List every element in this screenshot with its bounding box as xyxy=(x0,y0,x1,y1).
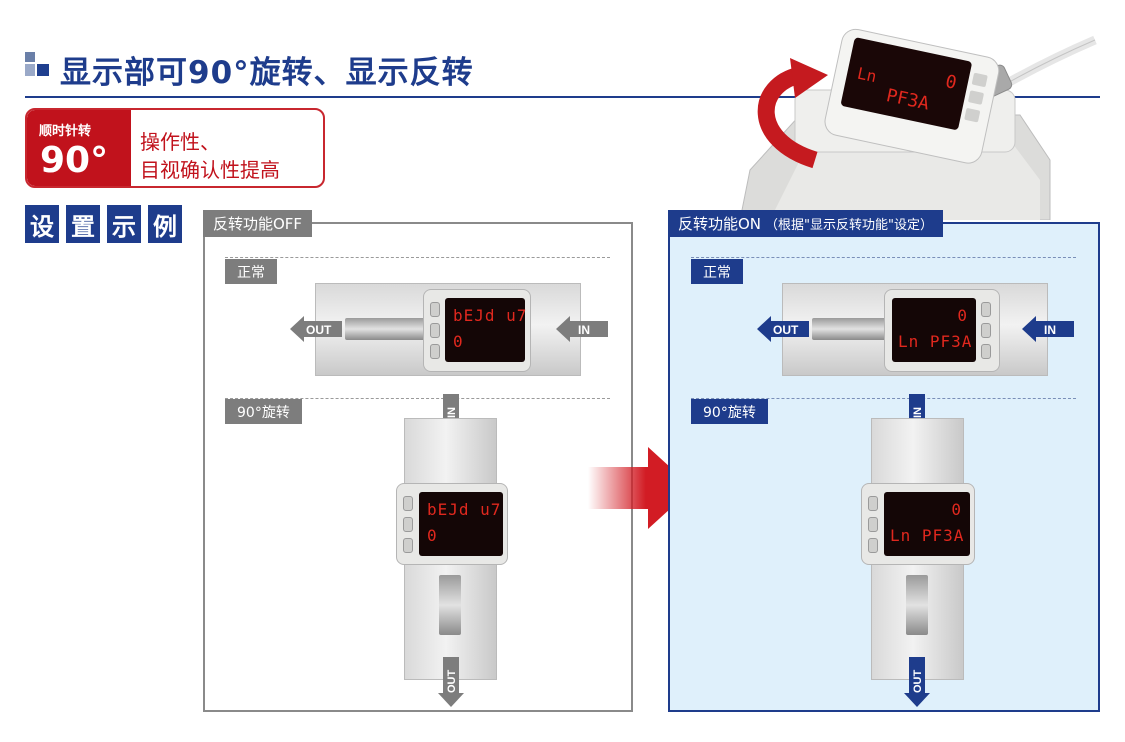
rotating-sensor-illustration: Ln PF3A 0 xyxy=(740,28,1097,220)
off-out-arrow-icon: OUT xyxy=(290,316,342,342)
setup-tile-4: 例 xyxy=(148,205,182,243)
divider-line xyxy=(225,257,610,258)
off-in-arrow-icon: IN xyxy=(556,316,608,342)
svg-text:OUT: OUT xyxy=(446,670,458,694)
transition-arrow-icon xyxy=(588,447,693,529)
svg-text:0: 0 xyxy=(944,71,959,94)
divider-line xyxy=(691,398,1076,399)
badge-benefit-line2: 目视确认性提高 xyxy=(140,158,280,182)
badge-red-block: 顺时针转 90° xyxy=(27,110,131,186)
on-normal-connector xyxy=(812,318,892,340)
badge-benefit-line1: 操作性、 xyxy=(140,130,220,154)
svg-text:OUT: OUT xyxy=(306,323,332,337)
off-rotated-label: 90°旋转 xyxy=(225,399,302,424)
svg-text:IN: IN xyxy=(578,323,590,337)
on-in-arrow-icon: IN xyxy=(1022,316,1074,342)
off-normal-connector xyxy=(345,318,425,340)
reverse-on-tab: 反转功能ON（根据"显示反转功能"设定） xyxy=(668,210,943,237)
on-normal-sensor: 0 Ln PF3A xyxy=(884,289,1000,372)
on-normal-display: 0 Ln PF3A xyxy=(892,298,976,362)
setup-tile-3: 示 xyxy=(107,205,141,243)
off-rotated-out-arrow-icon: OUT xyxy=(438,657,464,707)
reverse-on-tab-title: 反转功能ON xyxy=(678,215,762,233)
title-underline xyxy=(25,96,1100,98)
setup-tile-1: 设 xyxy=(25,205,59,243)
svg-text:OUT: OUT xyxy=(912,670,924,694)
divider-line xyxy=(691,257,1076,258)
page-title: 显示部可90°旋转、显示反转 xyxy=(60,55,474,91)
on-rotated-connector xyxy=(906,575,928,635)
on-normal-label: 正常 xyxy=(691,259,743,284)
on-rotated-sensor: 0 Ln PF3A xyxy=(861,483,975,565)
svg-text:IN: IN xyxy=(446,407,458,418)
svg-text:IN: IN xyxy=(1044,323,1056,337)
divider-line xyxy=(225,398,610,399)
title-square-icon xyxy=(25,52,49,76)
setup-tile-2: 置 xyxy=(66,205,100,243)
svg-text:IN: IN xyxy=(912,407,924,418)
on-rotated-label: 90°旋转 xyxy=(691,399,768,424)
off-rotated-sensor: bEJd u7 0 xyxy=(396,483,508,565)
svg-text:OUT: OUT xyxy=(773,323,799,337)
rotation-badge: 顺时针转 90° 操作性、 目视确认性提高 xyxy=(25,108,325,188)
off-rotated-display: bEJd u7 0 xyxy=(419,492,503,556)
badge-degrees: 90° xyxy=(40,140,109,181)
badge-caption: 顺时针转 xyxy=(39,124,92,139)
off-rotated-connector xyxy=(439,575,461,635)
reverse-off-tab: 反转功能OFF xyxy=(203,210,313,237)
off-normal-label: 正常 xyxy=(225,259,277,284)
svg-text:Ln: Ln xyxy=(856,64,879,87)
reverse-on-tab-note: （根据"显示反转功能"设定） xyxy=(765,218,933,233)
on-rotated-out-arrow-icon: OUT xyxy=(904,657,930,707)
off-normal-sensor: bEJd u7 0 xyxy=(423,289,531,372)
on-rotated-display: 0 Ln PF3A xyxy=(884,492,970,556)
on-out-arrow-icon: OUT xyxy=(757,316,809,342)
off-normal-display: bEJd u7 0 xyxy=(445,298,526,362)
